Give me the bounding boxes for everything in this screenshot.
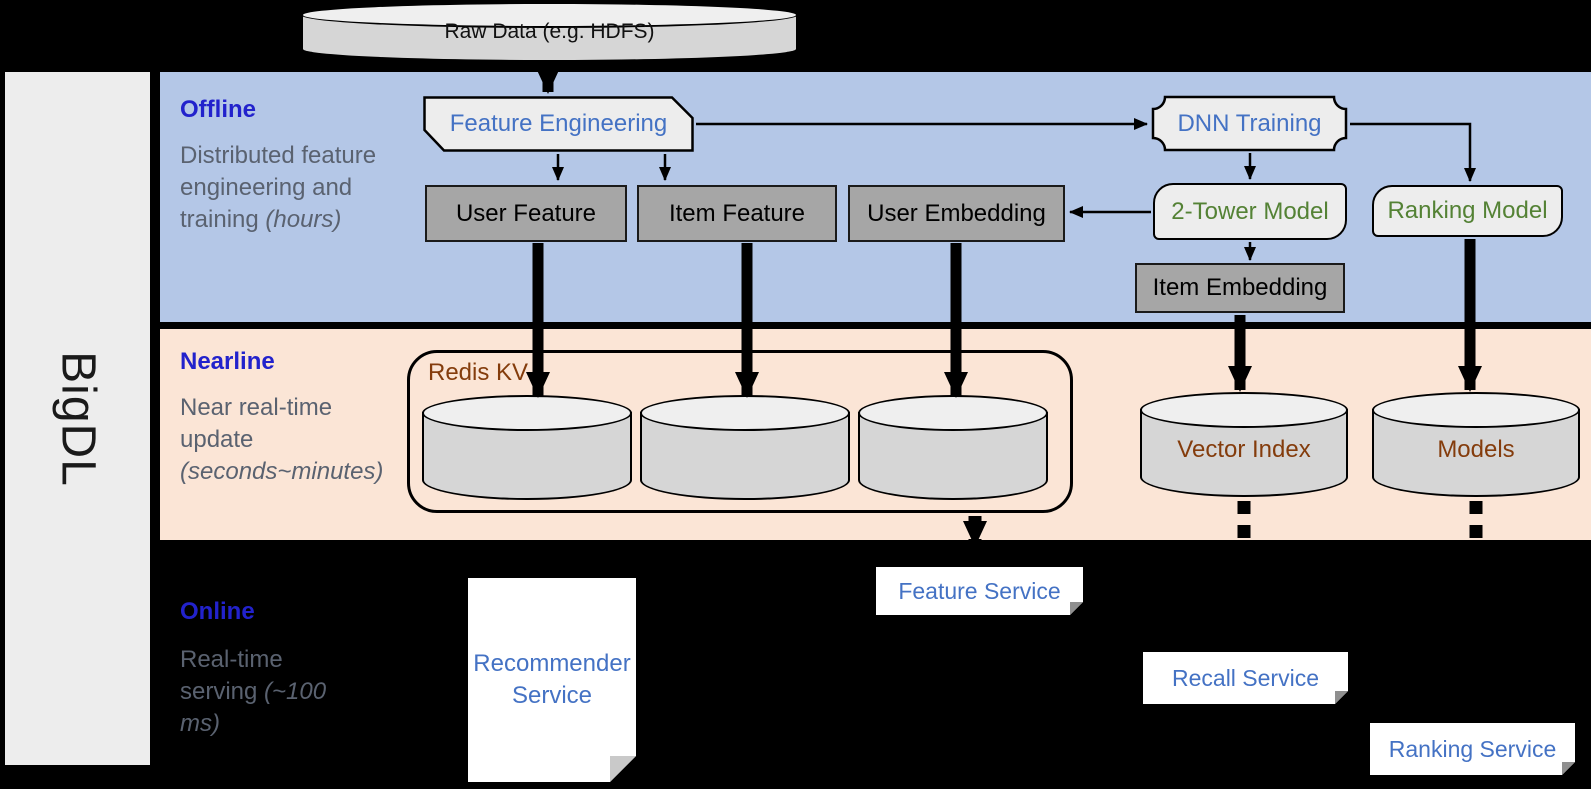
item-embedding-box: Item Embedding <box>1135 263 1345 313</box>
dnn-training-outline <box>1151 95 1348 152</box>
user-feature-box: User Feature <box>425 185 627 242</box>
user-embedding-box: User Embedding <box>848 185 1065 242</box>
offline-description-italic: (hours) <box>265 206 342 233</box>
redis-cylinder-2-top <box>640 395 850 431</box>
redis-cylinder-1-top <box>422 395 632 431</box>
offline-description-text: Distributed feature engineering and trai… <box>180 142 377 233</box>
vector-index-label: Vector Index <box>1177 436 1311 464</box>
offline-description: Distributed feature engineering and trai… <box>180 140 380 236</box>
redis-kv-label: Redis KV <box>428 359 529 386</box>
recommender-service-document: Recommender Service <box>468 578 636 782</box>
redis-cylinder-3-top <box>858 395 1048 431</box>
nearline-description: Near real-time update (seconds~minutes) <box>180 392 392 488</box>
ranking-service-box: Ranking Service <box>1370 723 1575 775</box>
offline-title: Offline <box>180 96 256 123</box>
two-tower-model-box: 2-Tower Model <box>1153 183 1347 240</box>
redis-kv-container: Redis KV <box>407 350 1073 513</box>
redis-cylinder-1 <box>422 395 632 500</box>
nearline-description-italic: (seconds~minutes) <box>180 458 384 485</box>
raw-data-label: Raw Data (e.g. HDFS) <box>444 20 655 43</box>
bigdl-sidebar: BigDL <box>5 72 150 765</box>
models-label: Models <box>1437 436 1515 464</box>
online-description-text: Real-time serving <box>180 646 283 705</box>
raw-data-cylinder: Raw Data (e.g. HDFS) <box>301 2 798 62</box>
bigdl-label: BigDL <box>51 350 104 487</box>
online-description-italic: (~100 ms) <box>180 678 327 737</box>
models-cylinder: Models <box>1372 392 1580 497</box>
feature-engineering-label: Feature Engineering <box>449 110 668 137</box>
feature-engineering-shape: Feature Engineering <box>423 96 694 152</box>
item-feature-box: Item Feature <box>637 185 837 242</box>
models-cylinder-top <box>1372 392 1580 428</box>
dnn-training-shape: DNN Training <box>1151 95 1348 152</box>
feature-service-box: Feature Service <box>876 567 1083 615</box>
raw-data-cylinder-top <box>301 2 798 28</box>
models-cylinder-body <box>1372 409 1580 497</box>
band-divider <box>160 322 1591 329</box>
ranking-model-box: Ranking Model <box>1372 185 1563 237</box>
vector-index-cylinder-top <box>1140 392 1348 428</box>
nearline-title: Nearline <box>180 348 275 375</box>
recall-service-box: Recall Service <box>1143 652 1348 704</box>
dnn-training-label: DNN Training <box>1177 109 1322 137</box>
online-title: Online <box>180 598 255 625</box>
feature-engineering-outline <box>423 96 694 152</box>
vector-index-cylinder: Vector Index <box>1140 392 1348 497</box>
redis-cylinder-2 <box>640 395 850 500</box>
nearline-description-text: Near real-time update <box>180 394 333 453</box>
redis-cylinder-3 <box>858 395 1048 500</box>
online-description: Real-time serving (~100 ms) <box>180 644 350 740</box>
